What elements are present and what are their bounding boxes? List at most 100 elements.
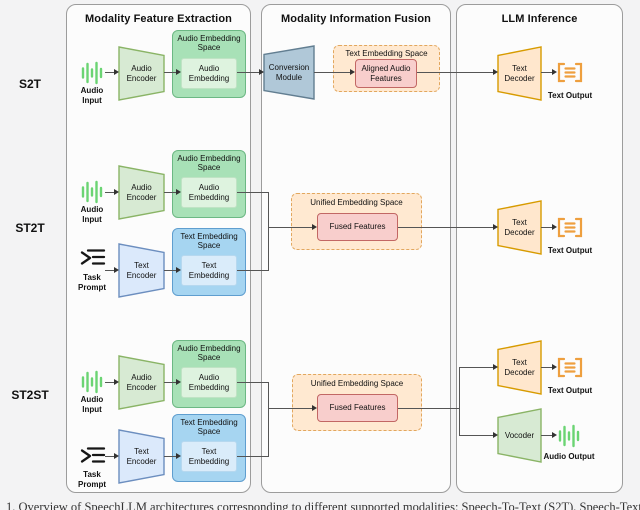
text-output-icon — [557, 357, 583, 378]
arrowhead — [312, 405, 317, 411]
connector — [237, 192, 269, 194]
text-embedding-space-label: Text Embedding Space — [180, 232, 238, 251]
task-prompt-label: Task Prompt — [78, 470, 106, 489]
connector — [164, 382, 176, 384]
arrowhead — [114, 69, 119, 75]
audio-input-label: Audio Input — [80, 205, 104, 224]
connector — [105, 270, 115, 272]
unified-embedding-space-label: Unified Embedding Space — [310, 379, 404, 388]
connector — [314, 72, 350, 74]
audio-input-icon — [80, 61, 104, 85]
arrowhead — [493, 432, 498, 438]
audio-embedding-space-label: Audio Embedding Space — [177, 34, 241, 53]
arrowhead — [493, 224, 498, 230]
text-decoder-shape: Text Decoder — [498, 201, 541, 254]
audio-embedding-box: Audio Embedding — [181, 367, 237, 398]
connector — [541, 227, 552, 229]
connector — [164, 456, 176, 458]
arrowhead — [114, 453, 119, 459]
audio-encoder-label: Audio Encoder — [126, 182, 157, 202]
audio-embedding-space-label: Audio Embedding Space — [177, 154, 241, 173]
text-output-label: Text Output — [547, 91, 593, 100]
panel-title-fusion: Modality Information Fusion — [281, 13, 431, 25]
connector — [417, 72, 493, 74]
audio-output-label: Audio Output — [543, 452, 595, 461]
figure-caption: 1. Overview of SpeechLLM architectures c… — [6, 500, 640, 510]
connector — [268, 408, 312, 410]
audio-embedding-box: Audio Embedding — [181, 58, 237, 89]
audio-encoder-label: Audio Encoder — [126, 372, 157, 392]
text-decoder-label: Text Decoder — [504, 217, 535, 237]
audio-encoder-label: Audio Encoder — [126, 63, 157, 83]
connector — [541, 367, 552, 369]
text-embedding-space-label: Text Embedding Space — [345, 49, 428, 58]
task-prompt-icon — [80, 247, 106, 269]
connector — [105, 192, 115, 194]
arrowhead — [114, 379, 119, 385]
audio-input-label: Audio Input — [80, 86, 104, 105]
text-encoder-label: Text Encoder — [126, 446, 157, 466]
task-prompt-label: Task Prompt — [78, 273, 106, 292]
text-decoder-shape: Text Decoder — [498, 341, 541, 394]
arrowhead — [552, 224, 557, 230]
text-embedding-box: Text Embedding — [181, 255, 237, 286]
audio-embedding-box: Audio Embedding — [181, 177, 237, 208]
connector — [105, 72, 115, 74]
arrowhead — [552, 69, 557, 75]
audio-encoder-shape: Audio Encoder — [119, 166, 164, 219]
connector — [164, 270, 176, 272]
text-output-label: Text Output — [547, 246, 593, 255]
connector — [164, 72, 176, 74]
connector — [268, 382, 270, 457]
arrowhead — [176, 189, 181, 195]
row-label-st2st: ST2ST — [11, 388, 49, 402]
panel-title-extraction: Modality Feature Extraction — [85, 13, 232, 25]
connector — [541, 72, 552, 74]
arrowhead — [350, 69, 355, 75]
arrowhead — [552, 364, 557, 370]
audio-input-icon — [80, 180, 104, 204]
row-label-s2t: S2T — [18, 77, 41, 91]
arrowhead — [114, 267, 119, 273]
aligned-audio-features-box: Aligned Audio Features — [355, 59, 417, 88]
conversion-module-label: Conversion Module — [268, 62, 310, 82]
connector — [237, 382, 269, 384]
text-output-label: Text Output — [547, 386, 593, 395]
conversion-module-shape: Conversion Module — [264, 46, 314, 99]
audio-input-icon — [80, 370, 104, 394]
connector — [105, 456, 115, 458]
connector — [541, 435, 552, 437]
text-encoder-shape: Text Encoder — [119, 430, 164, 483]
text-embedding-box: Text Embedding — [181, 441, 237, 472]
connector — [398, 227, 493, 229]
audio-encoder-shape: Audio Encoder — [119, 47, 164, 100]
task-prompt-icon — [80, 445, 106, 467]
text-encoder-label: Text Encoder — [126, 260, 157, 280]
text-decoder-shape: Text Decoder — [498, 47, 541, 100]
arrowhead — [176, 453, 181, 459]
arrowhead — [176, 267, 181, 273]
arrowhead — [176, 69, 181, 75]
text-output-icon — [557, 217, 583, 238]
arrowhead — [493, 69, 498, 75]
audio-input-label: Audio Input — [80, 395, 104, 414]
text-encoder-shape: Text Encoder — [119, 244, 164, 297]
text-output-icon — [557, 62, 583, 83]
connector — [237, 270, 269, 272]
arrowhead — [259, 69, 264, 75]
fused-features-box: Fused Features — [317, 213, 398, 241]
connector — [459, 367, 493, 369]
vocoder-shape: Vocoder — [498, 409, 541, 462]
connector — [268, 227, 312, 229]
arrowhead — [114, 189, 119, 195]
connector — [237, 456, 269, 458]
arrowhead — [312, 224, 317, 230]
connector — [459, 435, 493, 437]
vocoder-label: Vocoder — [504, 430, 535, 440]
connector — [105, 382, 115, 384]
audio-encoder-shape: Audio Encoder — [119, 356, 164, 409]
text-decoder-label: Text Decoder — [504, 63, 535, 83]
audio-output-icon — [557, 424, 581, 448]
row-label-st2t: ST2T — [15, 221, 45, 235]
fused-features-box: Fused Features — [317, 394, 398, 422]
